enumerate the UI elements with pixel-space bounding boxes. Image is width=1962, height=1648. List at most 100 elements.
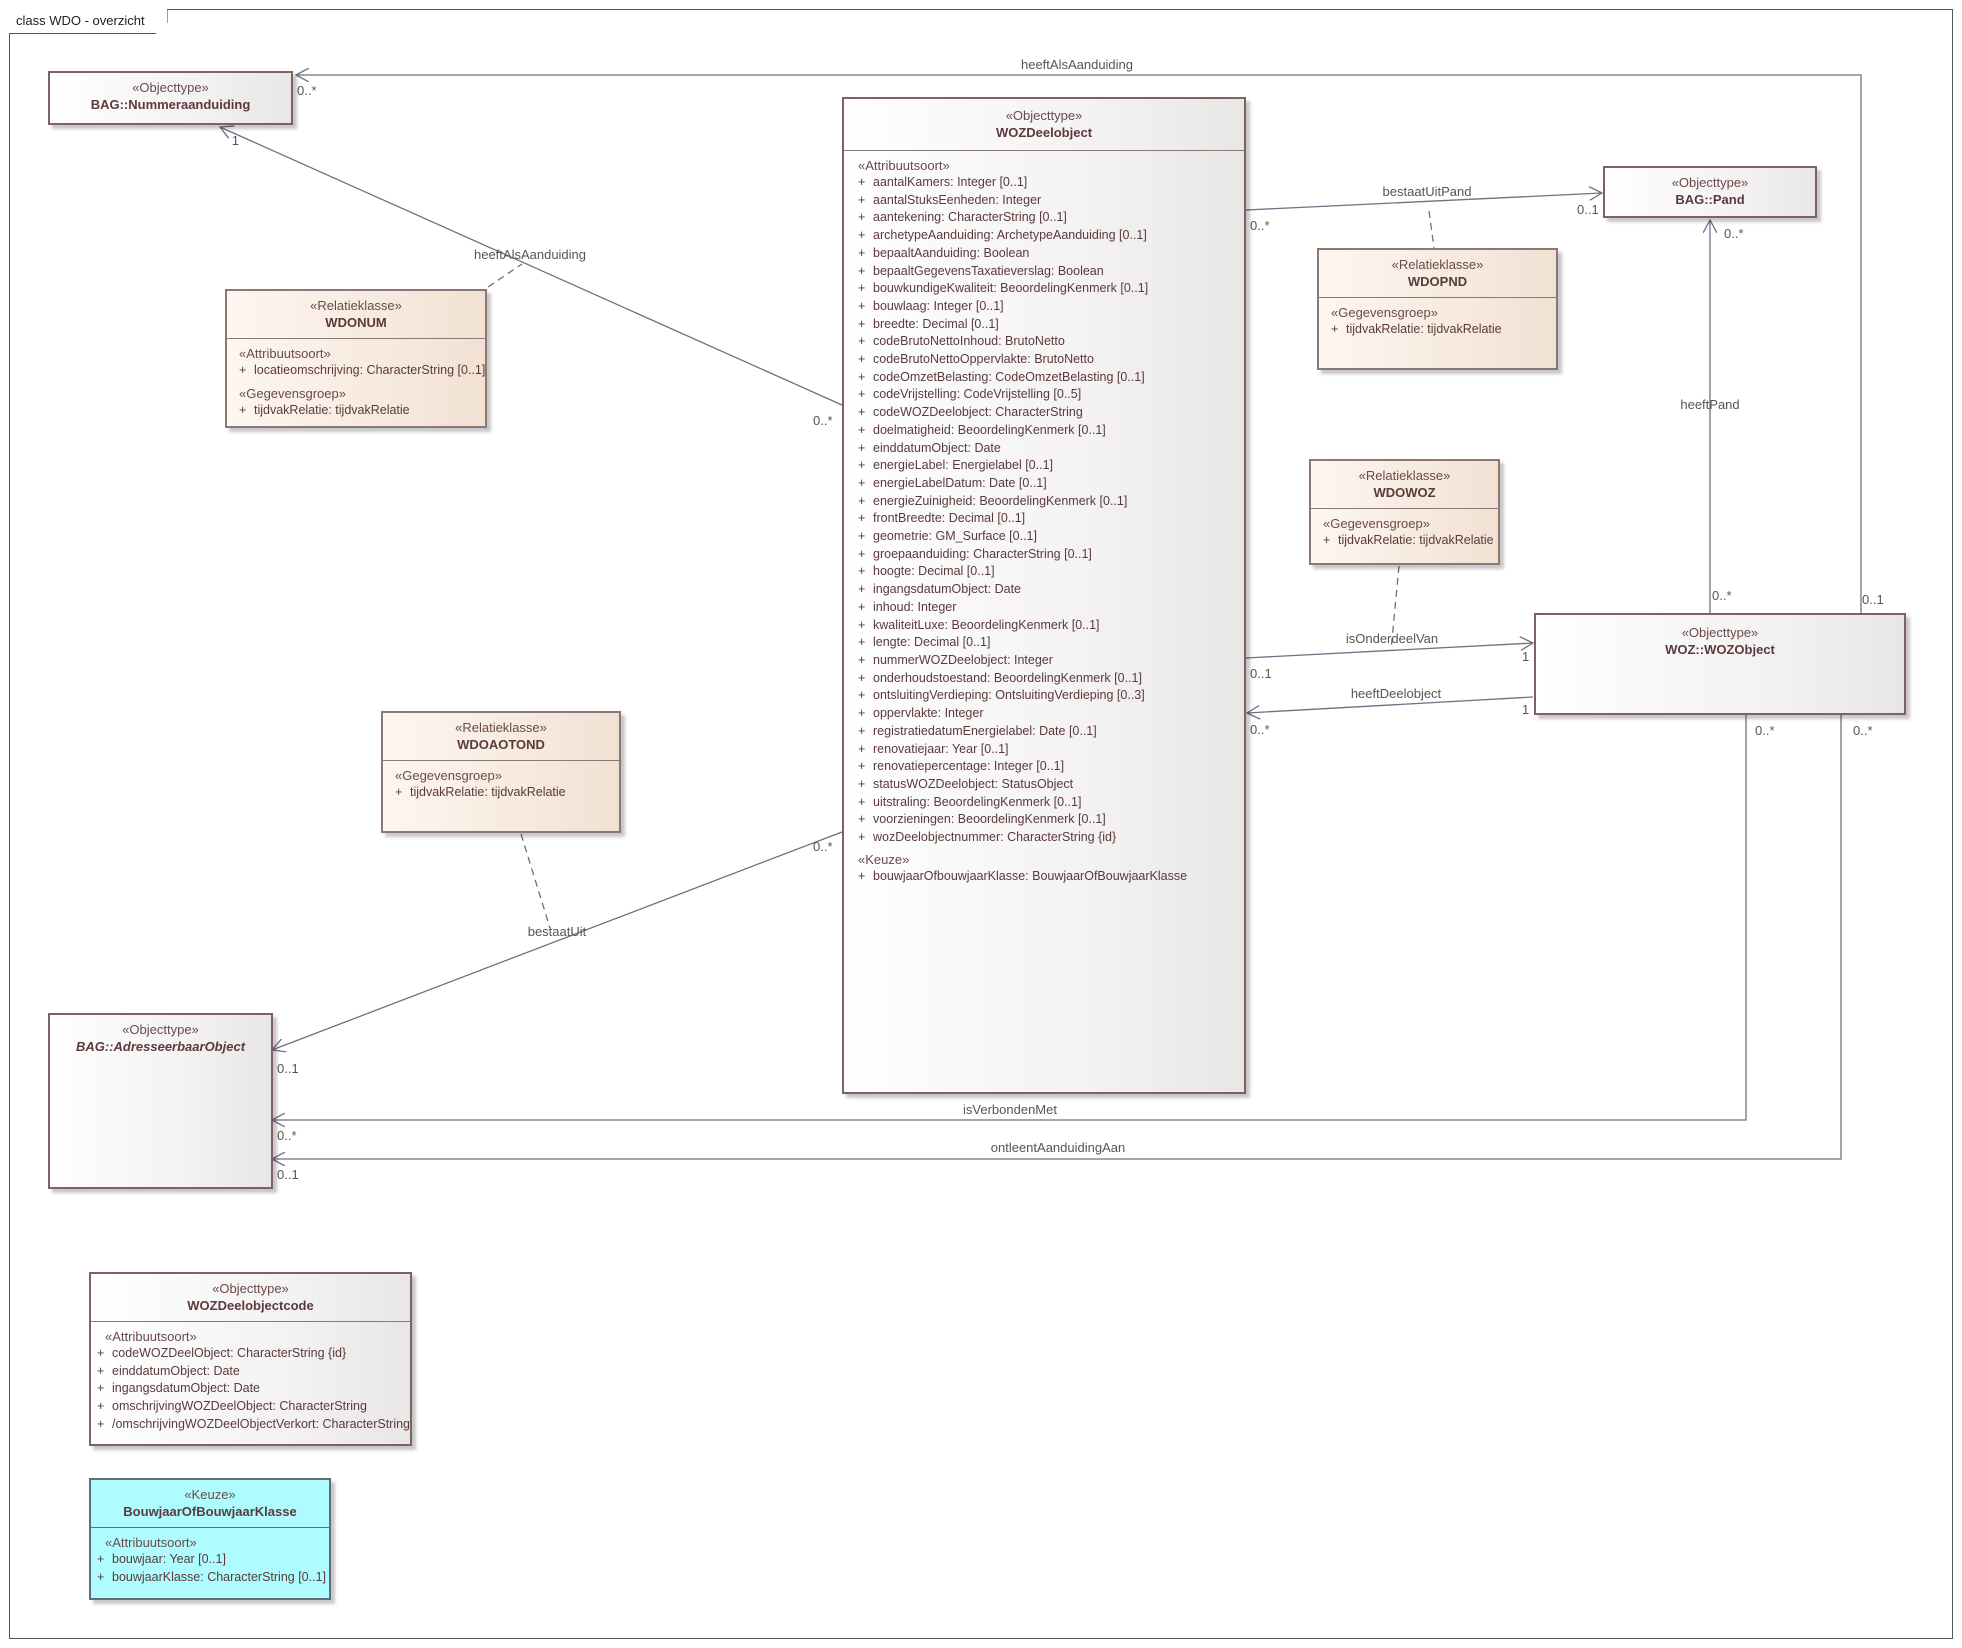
multiplicity-heeftAlsAanduiding_diag-target: 0..*	[813, 413, 833, 428]
class-name: BAG::Pand	[1675, 192, 1745, 207]
attribute-list: codeWOZDeelObject: CharacterString {id}e…	[97, 1345, 410, 1434]
attribute-section-stereotype: «Attribuutsoort»	[105, 1535, 197, 1550]
attribute-section-stereotype: «Attribuutsoort»	[858, 158, 950, 173]
attribute-row: archetypeAanduiding: ArchetypeAanduiding…	[858, 227, 1244, 245]
attribute-row: aantekening: CharacterString [0..1]	[858, 209, 1244, 227]
class-wdonum[interactable]: «Relatieklasse» WDONUM «Attribuutsoort» …	[225, 289, 487, 428]
attribute-row: einddatumObject: Date	[858, 440, 1244, 458]
attribute-row: uitstraling: BeoordelingKenmerk [0..1]	[858, 794, 1244, 812]
stereotype-label: «Relatieklasse»	[310, 298, 402, 313]
attribute-row: omschrijvingWOZDeelObject: CharacterStri…	[97, 1398, 410, 1416]
association-heeftDeelobject[interactable]	[1247, 696, 1534, 713]
association-label-bestaatUit: bestaatUit	[528, 924, 587, 939]
attribute-list: bouwjaar: Year [0..1]bouwjaarKlasse: Cha…	[97, 1551, 329, 1586]
class-woz-wozobject[interactable]: «Objecttype» WOZ::WOZObject	[1534, 613, 1906, 715]
class-name: WDOAOTOND	[457, 737, 545, 752]
attribute-row: bouwjaarKlasse: CharacterString [0..1]	[97, 1569, 329, 1587]
attribute-row: /omschrijvingWOZDeelObjectVerkort: Chara…	[97, 1416, 410, 1434]
stereotype-label: «Objecttype»	[212, 1281, 289, 1296]
attribute-row: codeOmzetBelasting: CodeOmzetBelasting […	[858, 369, 1244, 387]
attribute-row: einddatumObject: Date	[97, 1363, 410, 1381]
class-wdoaotond[interactable]: «Relatieklasse» WDOAOTOND «Gegevensgroep…	[381, 711, 621, 833]
class-bag-pand[interactable]: «Objecttype» BAG::Pand	[1603, 166, 1817, 218]
multiplicity-bestaatUit-source: 0..*	[813, 839, 833, 854]
attribute-row: registratiedatumEnergielabel: Date [0..1…	[858, 723, 1244, 741]
attribute-row: bouwjaar: Year [0..1]	[97, 1551, 329, 1569]
class-bag-nummeraanduiding[interactable]: «Objecttype» BAG::Nummeraanduiding	[48, 71, 293, 125]
stereotype-label: «Objecttype»	[1005, 108, 1083, 123]
attribute-row: inhoud: Integer	[858, 599, 1244, 617]
class-name: WDOWOZ	[1373, 485, 1436, 500]
association-label-isVerbondenMet: isVerbondenMet	[963, 1102, 1057, 1117]
stereotype-label: «Objecttype»	[1681, 625, 1759, 640]
multiplicity-heeftPand-source: 0..*	[1712, 588, 1732, 603]
assoc-class-link-wdopnd[interactable]	[1428, 210, 1435, 249]
attribute-row: aantalKamers: Integer [0..1]	[858, 174, 1244, 192]
attribute-section-stereotype: «Attribuutsoort»	[105, 1329, 197, 1344]
association-label-ontleentAanduidingAan: ontleentAanduidingAan	[991, 1140, 1125, 1155]
group-section-stereotype: «Gegevensgroep»	[1331, 305, 1438, 320]
multiplicity-bestaatUit-target: 0..1	[277, 1061, 299, 1076]
attribute-row: renovatiepercentage: Integer [0..1]	[858, 758, 1244, 776]
attribute-row: codeBrutoNettoInhoud: BrutoNetto	[858, 333, 1244, 351]
association-heeftAlsAanduiding_diag[interactable]	[220, 127, 843, 406]
attribute-row: ingangsdatumObject: Date	[97, 1380, 410, 1398]
class-bag-adresseerbaarobject[interactable]: «Objecttype» BAG::AdresseerbaarObject	[48, 1013, 273, 1189]
association-heeftAlsAanduiding_top[interactable]	[296, 75, 1862, 613]
attribute-row: bouwkundigeKwaliteit: BeoordelingKenmerk…	[858, 280, 1244, 298]
multiplicity-bestaatUitPand-target: 0..1	[1577, 202, 1599, 217]
multiplicity-ontleentAanduidingAan-target: 0..1	[277, 1167, 299, 1182]
attribute-list: tijdvakRelatie: tijdvakRelatie	[1331, 321, 1556, 339]
attribute-row: renovatiejaar: Year [0..1]	[858, 741, 1244, 759]
group-attribute-list: tijdvakRelatie: tijdvakRelatie	[239, 402, 485, 420]
attribute-row: tijdvakRelatie: tijdvakRelatie	[1323, 532, 1498, 550]
class-wozdeelobjectcode[interactable]: «Objecttype» WOZDeelobjectcode «Attribuu…	[89, 1272, 412, 1446]
attribute-row: codeWOZDeelObject: CharacterString {id}	[97, 1345, 410, 1363]
attribute-row: onderhoudstoestand: BeoordelingKenmerk […	[858, 670, 1244, 688]
class-name: BAG::AdresseerbaarObject	[75, 1039, 246, 1054]
attribute-row: locatieomschrijving: CharacterString [0.…	[239, 362, 485, 380]
attribute-row: codeWOZDeelobject: CharacterString	[858, 404, 1244, 422]
stereotype-label: «Relatieklasse»	[1358, 468, 1451, 483]
association-isOnderdeelVan[interactable]	[1245, 643, 1533, 659]
attribute-row: lengte: Decimal [0..1]	[858, 634, 1244, 652]
association-bestaatUitPand[interactable]	[1245, 193, 1602, 211]
assoc-class-link-wdowoz[interactable]	[1390, 565, 1400, 651]
class-name: WOZ::WOZObject	[1665, 642, 1775, 657]
multiplicity-isVerbondenMet-target: 0..*	[277, 1128, 297, 1143]
attribute-row: codeBrutoNettoOppervlakte: BrutoNetto	[858, 351, 1244, 369]
attribute-section-stereotype: «Attribuutsoort»	[239, 346, 331, 361]
class-name: BouwjaarOfBouwjaarKlasse	[123, 1504, 297, 1519]
group-section-stereotype: «Gegevensgroep»	[1323, 516, 1430, 531]
class-wdowoz[interactable]: «Relatieklasse» WDOWOZ «Gegevensgroep» t…	[1309, 459, 1500, 565]
association-label-heeftAlsAanduiding_top: heeftAlsAanduiding	[1021, 57, 1133, 72]
assoc-class-link-wdoaotond[interactable]	[520, 833, 551, 929]
attribute-row: voorzieningen: BeoordelingKenmerk [0..1]	[858, 811, 1244, 829]
attribute-list: locatieomschrijving: CharacterString [0.…	[239, 362, 485, 380]
class-bouwjaarofbouwjaarklasse[interactable]: «Keuze» BouwjaarOfBouwjaarKlasse «Attrib…	[89, 1478, 331, 1600]
attribute-list: tijdvakRelatie: tijdvakRelatie	[1323, 532, 1498, 550]
assoc-class-link-wdonum[interactable]	[487, 263, 523, 288]
multiplicity-isVerbondenMet-source: 0..*	[1755, 723, 1775, 738]
attribute-list: tijdvakRelatie: tijdvakRelatie	[395, 784, 619, 802]
attribute-row: nummerWOZDeelobject: Integer	[858, 652, 1244, 670]
association-ontleentAanduidingAan[interactable]	[272, 715, 1842, 1159]
association-label-bestaatUitPand: bestaatUitPand	[1383, 184, 1472, 199]
diagram-frame-title: class WDO - overzicht	[9, 9, 168, 34]
class-wozdeelobject[interactable]: «Objecttype» WOZDeelobject «Attribuutsoo…	[842, 97, 1246, 1094]
class-wdopnd[interactable]: «Relatieklasse» WDOPND «Gegevensgroep» t…	[1317, 248, 1558, 370]
attribute-row: geometrie: GM_Surface [0..1]	[858, 528, 1244, 546]
attribute-row: aantalStuksEenheden: Integer	[858, 192, 1244, 210]
multiplicity-heeftDeelobject-target: 0..*	[1250, 722, 1270, 737]
multiplicity-isOnderdeelVan-source: 0..1	[1250, 666, 1272, 681]
attribute-row: kwaliteitLuxe: BeoordelingKenmerk [0..1]	[858, 617, 1244, 635]
association-isVerbondenMet[interactable]	[272, 715, 1747, 1120]
multiplicity-bestaatUitPand-source: 0..*	[1250, 218, 1270, 233]
multiplicity-heeftPand-target: 0..*	[1724, 226, 1744, 241]
multiplicity-ontleentAanduidingAan-source: 0..*	[1853, 723, 1873, 738]
keuze-attribute-list: bouwjaarOfbouwjaarKlasse: BouwjaarOfBouw…	[858, 868, 1244, 886]
association-bestaatUit[interactable]	[272, 831, 843, 1050]
multiplicity-heeftDeelobject-source: 1	[1522, 702, 1529, 717]
